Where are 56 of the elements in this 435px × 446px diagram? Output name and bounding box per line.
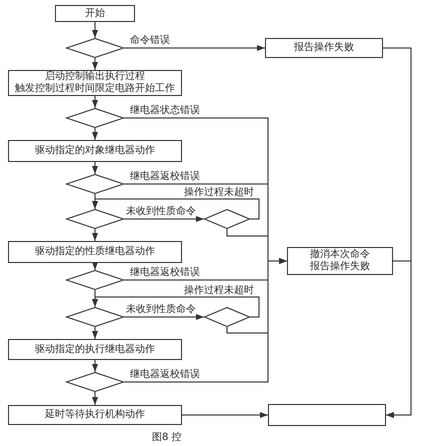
process-box — [265, 38, 383, 58]
node-text: 报告操作失败 — [310, 261, 370, 273]
flow-arrow — [92, 58, 98, 70]
process-box — [8, 241, 182, 263]
decision-diamond — [66, 38, 124, 58]
flow-arrow — [92, 96, 98, 108]
node-text: 开始 — [85, 8, 105, 20]
process-box — [55, 5, 135, 22]
edge-label: 操作过程未超时 — [184, 187, 254, 198]
flow-arrow — [124, 314, 204, 320]
node-text: 触发控制过程时间限定电路开始工作 — [15, 83, 175, 95]
decision-diamond — [66, 209, 124, 229]
flow-arrow — [92, 360, 98, 372]
decision-diamond — [66, 372, 124, 392]
node-text: 启动控制输出执行过程 — [45, 71, 145, 82]
process-box — [8, 405, 182, 425]
flow-arrow — [386, 260, 412, 418]
process-box — [8, 140, 182, 162]
edge-label: 继电器返校错误 — [130, 171, 200, 182]
process-box — [8, 339, 182, 360]
flow-arrow — [92, 128, 98, 140]
flow-arrow — [92, 392, 98, 406]
decision-diamond — [204, 307, 250, 327]
edge-label: 操作过程未超时 — [184, 285, 254, 296]
decision-diamond — [66, 270, 124, 290]
node-text: 驱动指定的执行继电器动作 — [35, 344, 155, 356]
flow-arrow — [92, 326, 98, 340]
node-text: 驱动指定的性质继电器动作 — [35, 246, 155, 258]
flow-arrow — [92, 296, 260, 318]
flow-arrow — [92, 22, 98, 38]
decision-diamond — [66, 108, 124, 128]
flow-arrow — [124, 45, 266, 51]
edge-label: 未收到性质命令 — [126, 304, 196, 315]
node-text: 撤消本次命令 — [310, 249, 370, 260]
flow-arrow — [124, 258, 288, 382]
process-box — [8, 70, 182, 96]
edge-label: 继电器状态错误 — [130, 105, 200, 116]
process-box — [268, 404, 386, 426]
edge-label: 继电器返校错误 — [130, 369, 200, 380]
process-box — [287, 247, 393, 275]
flow-arrow — [92, 162, 98, 174]
node-text: 延时等待执行机构动作 — [45, 409, 145, 421]
flow-arrow — [92, 198, 260, 220]
decision-diamond — [66, 307, 124, 327]
flow-arrow — [182, 412, 268, 418]
figure-caption: 图8 控 — [152, 432, 182, 444]
flow-arrow — [92, 262, 98, 270]
edge-label: 命令错误 — [130, 35, 170, 46]
decision-diamond — [66, 174, 124, 194]
node-text: 驱动指定的对象继电器动作 — [35, 145, 155, 157]
flow-arrow — [92, 228, 98, 242]
flow-arrow — [124, 216, 204, 222]
decision-diamond — [204, 209, 250, 229]
edge-label: 继电器返校错误 — [130, 267, 200, 278]
edge-label: 未收到性质命令 — [126, 206, 196, 217]
node-text: 报告操作失败 — [294, 42, 354, 54]
